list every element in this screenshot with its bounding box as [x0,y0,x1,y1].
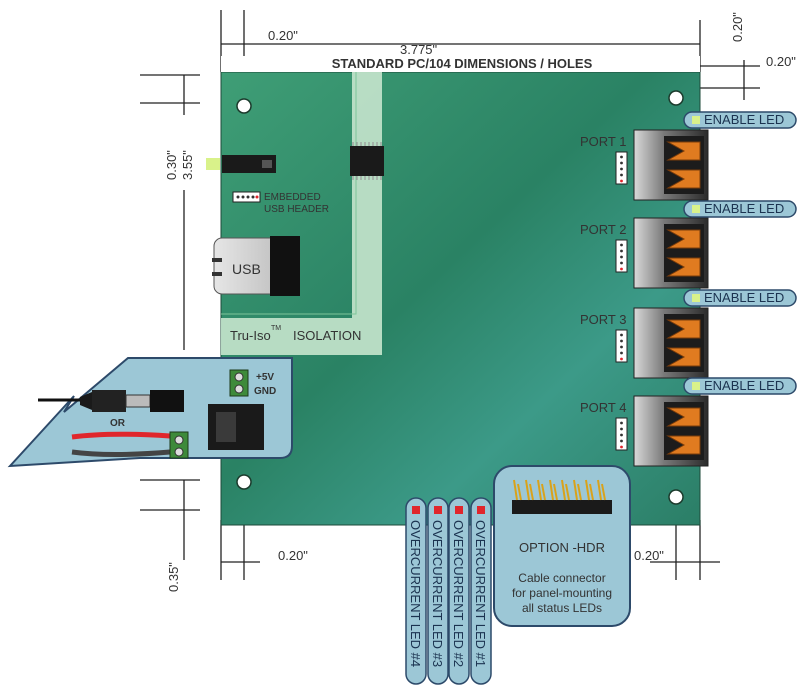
overcurrent-leds: OVERCURRENT LED #4 OVERCURRENT LED #3 OVER… [405,497,492,685]
dim-top-width: 3.775" [400,42,438,57]
dim-bottom-right-offset: 0.20" [634,548,664,563]
port-label-1: PORT 1 [580,134,626,149]
port-label-4: PORT 4 [580,400,626,415]
power-led [206,158,220,170]
isolation-brand: Tru-Iso [230,328,271,343]
dimension-lines [140,10,760,580]
port-label-2: PORT 2 [580,222,626,237]
usb-header-line2: USB HEADER [264,204,329,215]
option-hdr-line3: all status LEDs [522,601,602,615]
isolation-text: ISOLATION [293,328,361,343]
usb-header-line1: EMBEDDED [264,192,321,203]
overcurrent-led-4: OVERCURRENT LED #4 [405,497,427,685]
enable-led-2: ENABLE LED [683,200,797,218]
option-hdr-callout [493,465,631,627]
overcurrent-led-2: OVERCURRENT LED #2 [448,497,470,685]
usb-label: USB [232,261,261,277]
usb-ports: PORT 1 ENABLE LED PORT 2 ENABLE LED PORT 3 EN… [580,111,797,467]
option-hdr-line1: Cable connector [518,571,605,585]
usb-port-4: PORT 4 [580,395,709,467]
jumper-block [222,155,276,173]
power-gnd: GND [254,386,276,397]
overcurrent-led-label-2: OVERCURRENT LED #2 [451,520,466,667]
dim-left-bottom: 0.35" [166,562,181,592]
isolation-tm: TM [271,325,281,332]
overcurrent-led-label-4: OVERCURRENT LED #4 [408,520,423,667]
title-bar [221,56,700,72]
mounting-holes [236,90,684,505]
dim-left-upper-hole: 0.30" [164,150,179,180]
overcurrent-led-3: OVERCURRENT LED #3 [427,497,449,685]
dim-top-left-offset: 0.20" [268,28,298,43]
enable-led-label-3: ENABLE LED [704,290,784,305]
dim-left-height: 3.55" [180,150,195,180]
enable-led-4: ENABLE LED [683,377,797,395]
enable-led-label-4: ENABLE LED [704,378,784,393]
option-hdr-line2: for panel-mounting [512,586,612,600]
overcurrent-led-1: OVERCURRENT LED #1 [470,497,492,685]
enable-led-label-2: ENABLE LED [704,201,784,216]
overcurrent-led-label-1: OVERCURRENT LED #1 [473,520,488,667]
isolation-channel [221,72,382,355]
diagram-title: STANDARD PC/104 DIMENSIONS / HOLES [332,56,593,71]
enable-led-3: ENABLE LED [683,289,797,307]
pc104-board [220,71,701,526]
power-input-callout [7,357,293,468]
option-hdr-title: OPTION -HDR [519,540,605,555]
power-or: OR [110,418,126,429]
dim-top-right-offset: 0.20" [766,54,796,69]
power-plus5v: +5V [256,372,274,383]
embedded-usb-header [232,191,261,203]
isolator-chip [350,142,384,180]
enable-led-label-1: ENABLE LED [704,112,784,127]
usb-b-connector [212,236,300,296]
dim-right-vertical: 0.20" [730,12,745,42]
usb-port-3: PORT 3 [580,307,709,379]
enable-led-1: ENABLE LED [683,111,797,129]
usb-port-2: PORT 2 [580,217,709,289]
overcurrent-led-label-3: OVERCURRENT LED #3 [430,520,445,667]
dim-bottom-left-offset: 0.20" [278,548,308,563]
port-label-3: PORT 3 [580,312,626,327]
usb-port-1: PORT 1 [580,129,709,201]
